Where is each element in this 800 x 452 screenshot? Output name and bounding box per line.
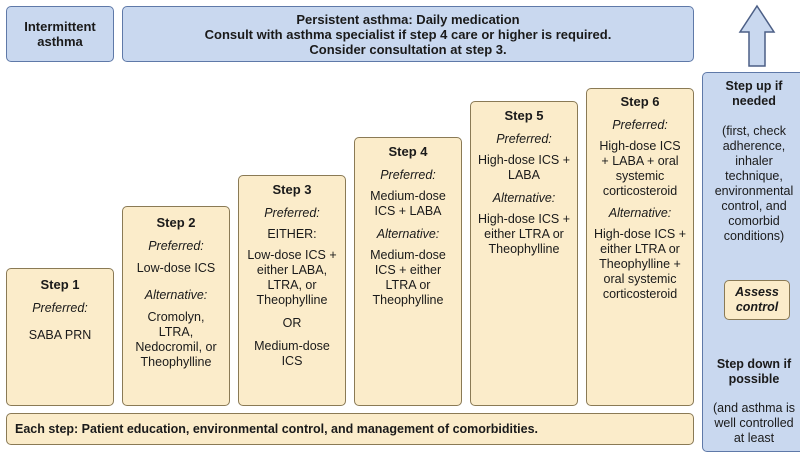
step-1-title: Step 1 [40, 277, 80, 292]
step-4-preferred: Medium-dose ICS + LABA [370, 189, 446, 218]
step-2-preferred-label: Preferred: [148, 239, 204, 253]
step-3-preferred-label: Preferred: [264, 206, 320, 220]
assess-control-box: Assess control [724, 280, 790, 320]
step-3-either: EITHER: [267, 227, 317, 241]
step-6-preferred-label: Preferred: [612, 118, 668, 132]
step-down-title: Step down if possible [716, 357, 792, 386]
step-5-alternative-label: Alternative: [492, 191, 556, 205]
step-5-title: Step 5 [504, 108, 544, 123]
step-6-box: Step 6 Preferred: High-dose ICS + LABA +… [586, 88, 694, 406]
step-6-preferred: High-dose ICS + LABA + oral systemic cor… [599, 139, 681, 198]
step-down-text: (and asthma is well controlled at least [713, 401, 795, 445]
step-6-alternative-label: Alternative: [608, 206, 672, 220]
step-6-alternative: High-dose ICS + either LTRA or Theophyll… [593, 227, 687, 301]
step-up-text: (first, check adherence, inhaler techniq… [714, 124, 794, 243]
step-5-preferred-label: Preferred: [496, 132, 552, 146]
step-2-preferred: Low-dose ICS [136, 261, 216, 275]
step-4-alternative-label: Alternative: [376, 227, 440, 241]
step-5-alternative: High-dose ICS + either LTRA or Theophyll… [477, 212, 571, 256]
step-2-box: Step 2 Preferred: Low-dose ICS Alternati… [122, 206, 230, 406]
persistent-line-3: Consider consultation at step 3. [309, 42, 507, 57]
step-3-box: Step 3 Preferred: EITHER: Low-dose ICS +… [238, 175, 346, 406]
step-sidebar [702, 72, 800, 452]
step-1-preferred: SABA PRN [28, 328, 92, 342]
step-3-title: Step 3 [272, 182, 312, 197]
step-4-box: Step 4 Preferred: Medium-dose ICS + LABA… [354, 137, 462, 406]
step-1-preferred-label: Preferred: [32, 301, 88, 315]
step-4-alternative: Medium-dose ICS + either LTRA or Theophy… [370, 248, 446, 307]
step-3-or: OR [282, 316, 302, 330]
persistent-line-1: Persistent asthma: Daily medication [296, 12, 520, 27]
persistent-asthma-box: Persistent asthma: Daily medication Cons… [122, 6, 694, 62]
step-1-box: Step 1 Preferred: SABA PRN [6, 268, 114, 406]
step-6-title: Step 6 [620, 94, 660, 109]
step-5-box: Step 5 Preferred: High-dose ICS + LABA A… [470, 101, 578, 406]
step-2-title: Step 2 [156, 215, 196, 230]
step-up-arrow-icon [738, 4, 776, 67]
step-2-alternative: Cromolyn, LTRA, Nedocromil, or Theophyll… [135, 310, 217, 369]
intermittent-asthma-box: Intermittent asthma [6, 6, 114, 62]
persistent-line-2: Consult with asthma specialist if step 4… [204, 27, 612, 42]
step-up-title: Step up if needed [725, 79, 783, 108]
step-3-preferred: Low-dose ICS + either LABA, LTRA, or The… [247, 248, 337, 307]
step-4-title: Step 4 [388, 144, 428, 159]
step-5-preferred: High-dose ICS + LABA [477, 153, 571, 182]
footer-box: Each step: Patient education, environmen… [6, 413, 694, 445]
step-4-preferred-label: Preferred: [380, 168, 436, 182]
step-3-alternative: Medium-dose ICS [254, 339, 330, 368]
step-2-alternative-label: Alternative: [144, 288, 208, 302]
